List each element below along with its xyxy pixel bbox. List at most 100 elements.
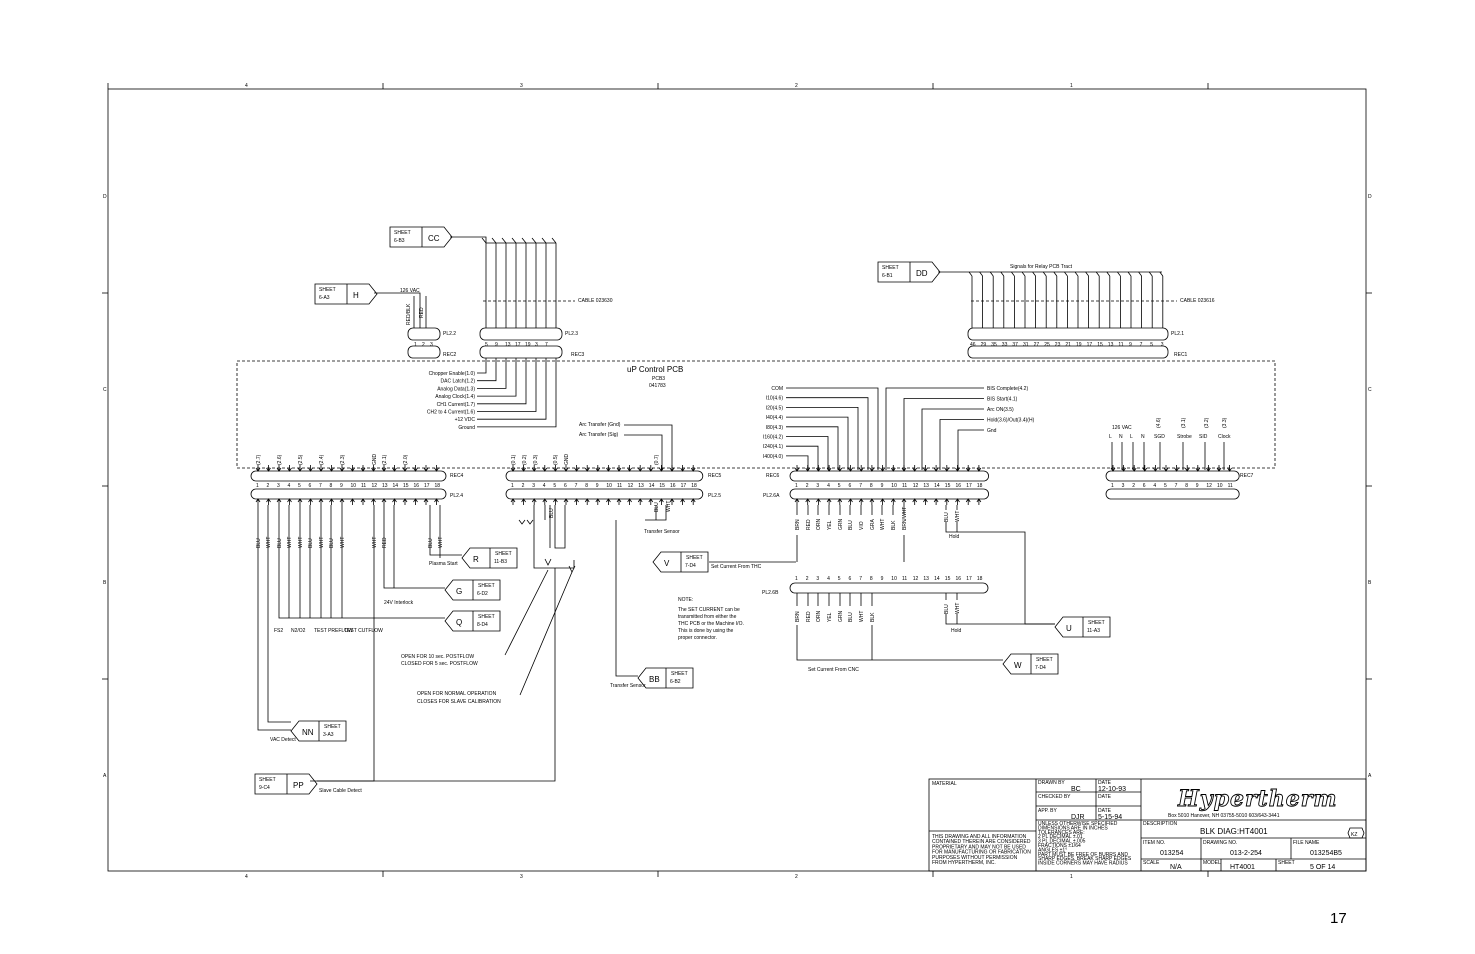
wire bbox=[869, 465, 875, 472]
wire bbox=[1032, 271, 1036, 277]
pin-number: 13 bbox=[638, 483, 644, 489]
wire bbox=[360, 465, 366, 472]
pin-number: 13 bbox=[1108, 342, 1114, 348]
wire bbox=[912, 465, 918, 472]
pin-number: 8 bbox=[870, 576, 873, 582]
wire bbox=[595, 465, 601, 472]
pin-number: 7 bbox=[859, 576, 862, 582]
pin-number: 17 bbox=[424, 483, 430, 489]
closes-slave-label: CLOSES FOR SLAVE CALIBRATION bbox=[417, 699, 501, 705]
up-control-pcb: uP Control PCB PCB3 041783 bbox=[236, 360, 1276, 469]
free-labels: Plasma Start 24V Interlock FS2 N2/O2 TES… bbox=[270, 529, 962, 794]
tolerance-line: ANGLES ±1° bbox=[1038, 847, 1067, 853]
sheet-number: 7-D4 bbox=[685, 563, 696, 569]
drawing-no-label: DRAWING NO. bbox=[1203, 840, 1237, 846]
wire bbox=[1206, 465, 1211, 472]
wire bbox=[339, 498, 345, 505]
sheet-number: 6-B2 bbox=[670, 679, 681, 685]
pin-number: 4 bbox=[543, 483, 546, 489]
cable-label: CABLE 023630 bbox=[578, 298, 613, 304]
wire bbox=[371, 465, 376, 472]
connector-rec2: PL2.2 REC2 1 2 3 126 VAC RED/BLK RED bbox=[374, 288, 457, 359]
wire bbox=[360, 498, 366, 505]
rec3-signal: +12 VDC bbox=[455, 417, 476, 423]
open-10sec-label: OPEN FOR 10 sec. POSTFLOW bbox=[401, 654, 474, 660]
pin-number: 25 bbox=[1044, 342, 1050, 348]
wire bbox=[287, 465, 292, 472]
pin-number: 5 bbox=[1150, 342, 1153, 348]
pin-number: 9 bbox=[495, 342, 498, 348]
wire bbox=[276, 465, 282, 472]
sheet-word: SHEET bbox=[1088, 620, 1105, 626]
col-label-top: 3 bbox=[520, 83, 523, 89]
sheet-word: SHEET bbox=[671, 671, 688, 677]
wire bbox=[563, 465, 569, 472]
pin-number: 16 bbox=[956, 483, 962, 489]
pin-number: 15 bbox=[659, 483, 665, 489]
material-label: MATERIAL bbox=[932, 781, 957, 787]
tolerance-line: UNLESS OTHERWISE SPECIFIED bbox=[1038, 821, 1118, 827]
wire bbox=[837, 498, 843, 505]
rec7-label: REC7 bbox=[1240, 473, 1254, 479]
wire-color: RED bbox=[806, 519, 812, 530]
wire bbox=[965, 498, 971, 505]
drawn-by-label: DRAWN BY bbox=[1038, 780, 1065, 786]
wire bbox=[477, 358, 547, 420]
wire-color: BLU bbox=[848, 612, 854, 622]
sheet-word: SHEET bbox=[259, 777, 276, 783]
wire bbox=[968, 271, 973, 277]
wire-color: WHT bbox=[955, 603, 961, 614]
pin-number: 14 bbox=[393, 483, 399, 489]
wire bbox=[266, 498, 271, 505]
wire-color: GRN bbox=[838, 611, 844, 623]
pin-number: 37 bbox=[1012, 342, 1018, 348]
flag-shape bbox=[637, 667, 694, 689]
wire bbox=[901, 498, 907, 505]
checked-by-label: CHECKED BY bbox=[1038, 794, 1071, 800]
wire bbox=[318, 465, 324, 472]
flag-shape bbox=[1002, 653, 1059, 675]
sheet-word: SHEET bbox=[686, 555, 703, 561]
connector-shell bbox=[505, 488, 704, 500]
sheet-word: SHEET bbox=[495, 551, 512, 557]
pin-number: 1 bbox=[795, 576, 798, 582]
fs2-label: FS2 bbox=[274, 628, 283, 634]
connector-shell bbox=[250, 470, 447, 482]
wire bbox=[544, 505, 566, 549]
tolerance-line: DIMENSIONS ARE IN INCHES bbox=[1038, 825, 1108, 831]
drawn-by: BC bbox=[1071, 786, 1081, 793]
rec6-signal: Hold(3.6)/Out(3.4)(H) bbox=[987, 418, 1035, 424]
wire bbox=[518, 519, 534, 525]
wire-color: BLU bbox=[428, 538, 434, 548]
pin-number: 35 bbox=[991, 342, 997, 348]
sheet-number: 3-A3 bbox=[323, 732, 334, 738]
rec7-label: Strobe bbox=[1177, 434, 1192, 440]
wire-color: BRN bbox=[795, 611, 801, 622]
pin-number: 14 bbox=[649, 483, 655, 489]
wire bbox=[627, 498, 632, 505]
pin-number: 14 bbox=[934, 576, 940, 582]
pin-number: 8 bbox=[330, 483, 333, 489]
wire-color: WHT bbox=[298, 537, 304, 548]
rec3-signal: Analog Clock(1.4) bbox=[435, 394, 475, 400]
plasma-start-label: Plasma Start bbox=[429, 561, 458, 567]
wire-color: RED bbox=[382, 537, 388, 548]
pin-number: 6 bbox=[849, 576, 852, 582]
pl24-label: PL2.4 bbox=[450, 493, 463, 499]
pin-number: 5 bbox=[553, 483, 556, 489]
row-label-left: B bbox=[103, 580, 107, 586]
wire-color: BLU bbox=[256, 538, 262, 548]
pin-number: 4 bbox=[827, 576, 830, 582]
wire-color: RED/BLK bbox=[406, 303, 412, 325]
board-ref: PCB3 bbox=[652, 376, 665, 382]
wire bbox=[923, 465, 928, 472]
proprietary-line: FOR MANUFACTURING OR FABRICATION bbox=[932, 850, 1031, 856]
wire-color: BLU bbox=[944, 604, 950, 614]
pin-number: 11 bbox=[617, 483, 622, 489]
